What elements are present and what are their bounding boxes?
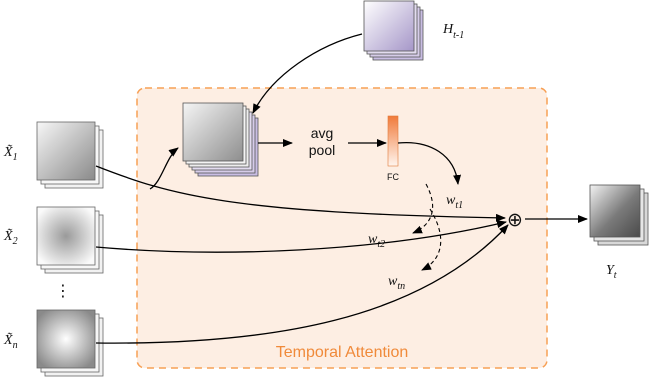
weight-t1-label: wt1 — [446, 193, 463, 211]
sum-node: ⊕ — [507, 210, 523, 231]
weight-t2-label: wt2 — [368, 232, 385, 250]
hidden-state-label: Ht-1 — [442, 22, 464, 41]
edge-x1-to-concat — [149, 147, 179, 190]
ellipsis: ⋮ — [55, 283, 71, 300]
output-stack — [589, 184, 649, 246]
hidden-state-stack — [363, 0, 424, 61]
input-x1-label: X̃1 — [3, 144, 18, 163]
edge-xn-to-sum — [95, 224, 509, 344]
input-x2-label: X̃2 — [3, 228, 18, 247]
edge-weight-t2 — [412, 183, 434, 234]
temporal-attention-label: Temporal Attention — [276, 344, 409, 361]
edge-x1-to-sum — [95, 165, 506, 222]
edge-fc-to-weight — [397, 141, 462, 185]
concat-feature-stack — [182, 102, 259, 177]
input-x2-stack — [36, 206, 104, 274]
output-label: Yt — [606, 263, 617, 281]
weight-tn-label: wtn — [388, 274, 405, 292]
edge-x2-to-sum — [95, 220, 507, 253]
edge-hidden-to-concat — [252, 33, 363, 114]
fc-layer — [387, 115, 399, 167]
input-xn-label: X̃n — [3, 332, 18, 351]
fc-label: FC — [387, 172, 399, 182]
input-xn-stack — [36, 309, 104, 377]
input-x1-stack — [36, 121, 104, 189]
